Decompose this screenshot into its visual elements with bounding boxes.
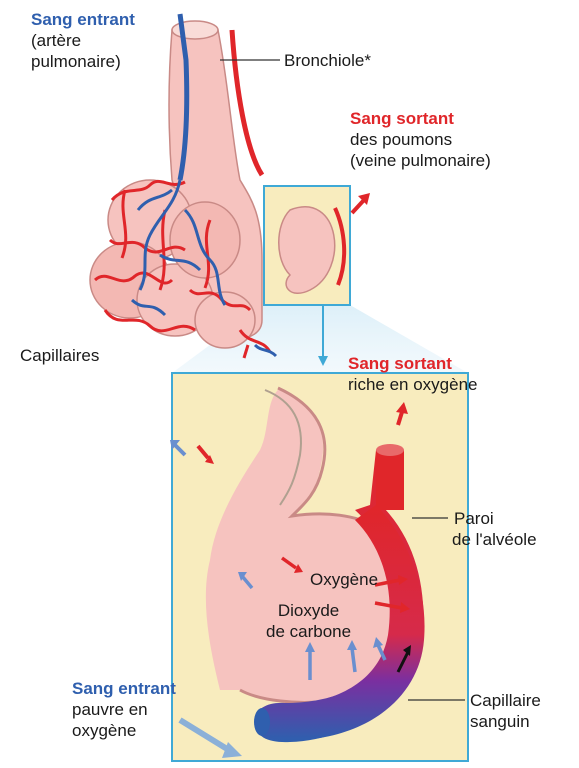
paroi-line2: de l'alvéole	[452, 529, 537, 550]
label-sang-entrant-top: Sang entrant (artère pulmonaire)	[31, 9, 135, 72]
label-bronchiole: Bronchiole*	[284, 50, 371, 71]
sang-entrant-top-title: Sang entrant	[31, 9, 135, 30]
sang-sortant-bottom-title: Sang sortant	[348, 353, 477, 374]
sang-sortant-top-line2: (veine pulmonaire)	[350, 150, 491, 171]
sang-entrant-top-line2: pulmonaire)	[31, 51, 135, 72]
sang-entrant-top-line1: (artère	[31, 30, 135, 51]
sang-entrant-bottom-line2: oxygène	[72, 720, 176, 741]
dioxyde-line1: Dioxyde	[266, 600, 351, 621]
label-capillaires: Capillaires	[20, 345, 99, 366]
sang-sortant-top-line1: des poumons	[350, 129, 491, 150]
capillary-outlet	[376, 450, 404, 510]
sang-entrant-bottom-title: Sang entrant	[72, 678, 176, 699]
label-sang-entrant-bottom: Sang entrant pauvre en oxygène	[72, 678, 176, 741]
dioxyde-line2: de carbone	[266, 621, 351, 642]
capillaires-text: Capillaires	[20, 345, 99, 366]
sang-sortant-bottom-line1: riche en oxygène	[348, 374, 477, 395]
sang-entrant-bottom-line1: pauvre en	[72, 699, 176, 720]
capillaire-sanguin-line2: sanguin	[470, 711, 541, 732]
capillaire-sanguin-line1: Capillaire	[470, 690, 541, 711]
blood-out-arrow-top	[352, 200, 364, 213]
label-sang-sortant-top: Sang sortant des poumons (veine pulmonai…	[350, 108, 491, 171]
label-capillaire-sanguin: Capillaire sanguin	[470, 690, 541, 732]
label-paroi: Paroi de l'alvéole	[452, 508, 537, 550]
label-dioxyde: Dioxyde de carbone	[266, 600, 351, 642]
bronchiole-text: Bronchiole*	[284, 50, 371, 71]
label-sang-sortant-bottom: Sang sortant riche en oxygène	[348, 353, 477, 395]
sang-sortant-top-title: Sang sortant	[350, 108, 491, 129]
oxygene-text: Oxygène	[310, 569, 378, 590]
paroi-line1: Paroi	[452, 508, 537, 529]
label-oxygene: Oxygène	[310, 569, 378, 590]
